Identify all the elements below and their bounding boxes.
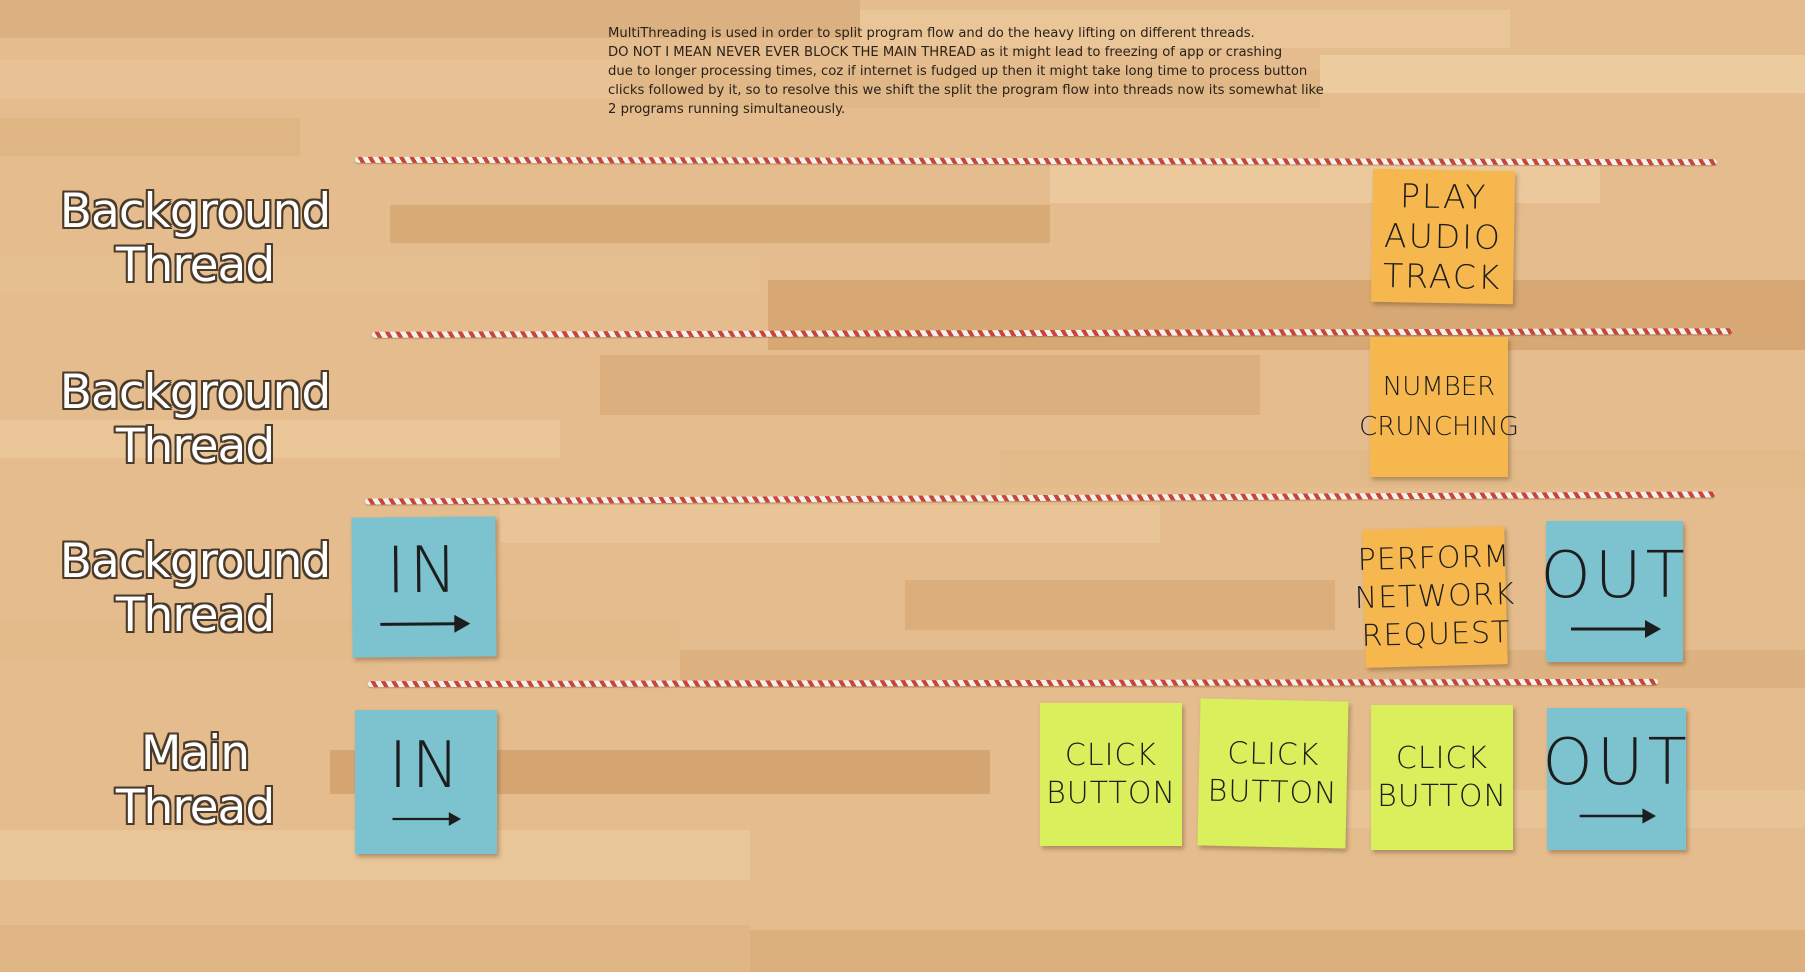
right-arrow-icon (1579, 808, 1656, 824)
lane-label-line: Thread (115, 588, 275, 643)
wood-plank (905, 580, 1335, 630)
note-text: PLAY (1399, 175, 1488, 217)
note-play-audio-track: PLAY AUDIO TRACK (1370, 168, 1516, 305)
note-click-button-3: CLICK BUTTON (1371, 705, 1513, 850)
note-perform-network-request: PERFORM NETWORK REQUEST (1354, 526, 1516, 668)
note-main-in: IN (355, 710, 497, 854)
wood-plank (0, 925, 750, 972)
lane-label-background-thread-3: Background Thread (30, 535, 360, 643)
wood-plank (1050, 165, 1600, 203)
note-text: CRUNCHING (1359, 412, 1519, 442)
right-arrow-icon (1570, 619, 1661, 638)
lane-divider-string (354, 156, 1718, 166)
note-text: IN (386, 533, 462, 609)
lane-label-line: Thread (115, 238, 275, 293)
note-text: NETWORK (1354, 576, 1516, 617)
lane-divider-string (364, 491, 1716, 505)
lane-label-line: Main (140, 726, 250, 781)
note-text: PERFORM (1357, 539, 1511, 579)
lane-label-background-thread-2: Background Thread (30, 366, 360, 474)
caption-line: DO NOT I MEAN NEVER EVER BLOCK THE MAIN … (608, 45, 1283, 60)
note-text: OUT (1542, 726, 1691, 800)
lane-label-line: Thread (115, 419, 275, 474)
note-number-crunching: NUMBER CRUNCHING (1359, 337, 1519, 477)
note-text: CLICK (1226, 735, 1320, 773)
lane-label-background-thread-1: Background Thread (30, 185, 360, 293)
wood-plank (750, 930, 1805, 972)
note-text: BUTTON (1046, 775, 1176, 811)
note-click-button-1: CLICK BUTTON (1040, 703, 1182, 846)
caption-line: MultiThreading is used in order to split… (608, 26, 1255, 41)
wood-plank (0, 420, 560, 458)
wood-plank (860, 10, 1510, 48)
wood-plank (0, 255, 760, 293)
lane-label-line: Background (59, 534, 331, 589)
right-arrow-icon (380, 614, 471, 633)
note-background-out: OUT (1540, 521, 1685, 662)
note-text: BUTTON (1377, 778, 1507, 814)
caption-line: due to longer processing times, coz if i… (608, 64, 1308, 79)
lane-label-line: Thread (115, 780, 275, 835)
wood-plank (620, 70, 1320, 108)
wood-plank (0, 0, 860, 38)
wood-plank (600, 355, 1260, 415)
note-text: IN (388, 729, 464, 803)
note-text: CLICK (1395, 740, 1489, 776)
caption-line: 2 programs running simultaneously. (608, 102, 846, 117)
lane-label-main-thread: Main Thread (30, 727, 360, 835)
wood-plank (0, 620, 680, 658)
note-text: TRACK (1382, 255, 1502, 297)
wood-plank (1320, 55, 1805, 93)
note-background-in: IN (351, 516, 497, 658)
note-click-button-2: CLICK BUTTON (1197, 698, 1349, 849)
note-text: AUDIO (1383, 215, 1503, 257)
wood-plank (0, 118, 300, 156)
lane-label-line: Background (59, 184, 331, 239)
note-text: BUTTON (1207, 773, 1338, 811)
wood-plank (768, 280, 1805, 350)
note-text: OUT (1540, 538, 1689, 613)
note-text: REQUEST (1361, 615, 1511, 654)
wood-plank (0, 60, 620, 98)
note-text: NUMBER (1382, 372, 1496, 402)
wood-plank (390, 205, 1050, 243)
lane-label-line: Background (59, 365, 331, 420)
right-arrow-icon (392, 812, 461, 826)
caption-text: MultiThreading is used in order to split… (608, 24, 1328, 119)
note-text: CLICK (1064, 737, 1158, 773)
caption-line: clicks followed by it, so to resolve thi… (608, 83, 1324, 98)
note-main-out: OUT (1542, 708, 1687, 850)
wood-plank (500, 505, 1160, 543)
